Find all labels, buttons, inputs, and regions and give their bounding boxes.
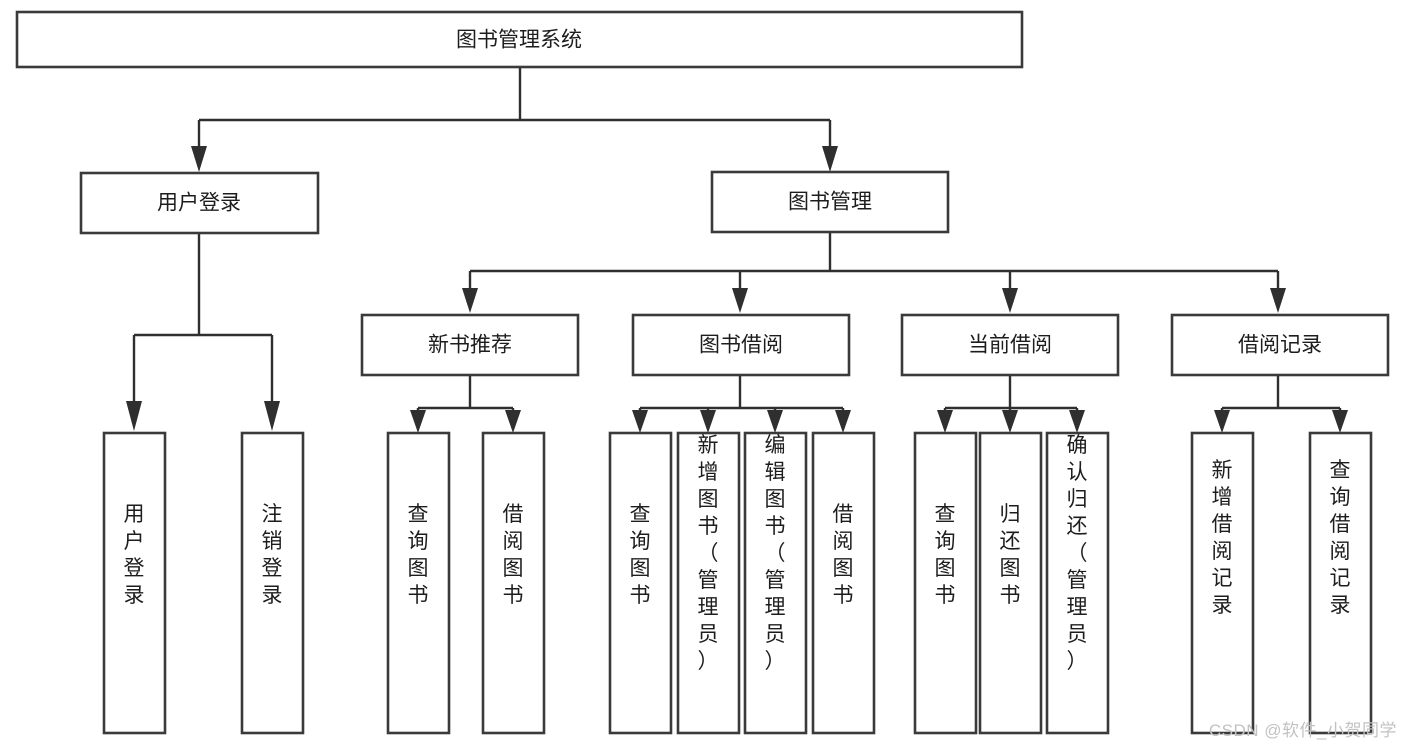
leaf-node[interactable]: 新增图书（管理员） xyxy=(676,431,741,735)
node-user-login[interactable]: 用户登录 xyxy=(79,171,320,235)
arrowhead-book-borrow xyxy=(732,288,748,313)
leaf-return-book-label: 归还图书 xyxy=(1000,503,1021,607)
connector-group-book-mgmt xyxy=(462,232,1286,313)
leaf-query-book-cb-label: 查询图书 xyxy=(935,503,956,607)
arrowhead-leaf-query-book-1 xyxy=(410,410,426,433)
leaf-add-book-label: 新增图书（管理员） xyxy=(698,434,719,673)
node-user-login-label: 用户登录 xyxy=(157,192,241,215)
arrowhead-leaf-query-book-2 xyxy=(632,410,648,433)
arrowhead-leaf-query-record xyxy=(1332,410,1348,433)
arrowhead-new-book-recommend xyxy=(462,288,478,313)
node-book-borrow[interactable]: 图书借阅 xyxy=(631,313,851,377)
node-book-management-label: 图书管理 xyxy=(788,191,872,214)
arrowhead-leaf-logout xyxy=(264,401,280,431)
leaf-query-book-nb-box[interactable] xyxy=(386,431,451,735)
arrowhead-leaf-return-book xyxy=(1002,410,1018,433)
leaf-node[interactable]: 查询图书 xyxy=(608,431,673,735)
node-borrow-record-label: 借阅记录 xyxy=(1238,334,1322,357)
leaf-logout-label: 注销登录 xyxy=(262,503,283,607)
arrowhead-leaf-borrow-book-1 xyxy=(505,410,521,433)
leaf-query-book-bb-box[interactable] xyxy=(608,431,673,735)
node-user-login-box[interactable] xyxy=(79,171,320,235)
leaf-node[interactable]: 查询图书 xyxy=(913,431,978,735)
leaf-node[interactable]: 查询借阅记录 xyxy=(1308,431,1373,735)
connector-group-borrow-record xyxy=(1214,375,1348,433)
leaf-user-login-box[interactable] xyxy=(102,431,167,735)
leaf-node[interactable]: 归还图书 xyxy=(978,431,1043,735)
arrowhead-leaf-edit-book xyxy=(767,410,783,433)
arrowhead-leaf-confirm-return xyxy=(1069,410,1085,433)
connector-group-book-borrow xyxy=(632,375,851,433)
leaf-node[interactable]: 查询图书 xyxy=(386,431,451,735)
leaf-query-book-bb-label: 查询图书 xyxy=(630,503,651,607)
leaf-borrow-book-nb-label: 借阅图书 xyxy=(503,503,524,607)
node-new-book-recommend-box[interactable] xyxy=(360,313,580,377)
leaf-logout-box[interactable] xyxy=(240,431,305,735)
leaf-add-record-label: 新增借阅记录 xyxy=(1212,459,1233,617)
leaf-edit-book-label: 编辑图书（管理员） xyxy=(765,434,786,673)
leaf-add-record-box[interactable] xyxy=(1190,431,1255,735)
leaf-borrow-book-bb-box[interactable] xyxy=(811,431,876,735)
leaf-return-book-box[interactable] xyxy=(978,431,1043,735)
node-book-borrow-label: 图书借阅 xyxy=(699,334,783,357)
leaf-user-login-label: 用户登录 xyxy=(124,503,145,607)
node-root-book-management-system[interactable]: 图书管理系统 xyxy=(15,10,1024,69)
node-borrow-record-box[interactable] xyxy=(1170,313,1390,377)
leaf-add-book-box[interactable] xyxy=(676,431,741,735)
node-current-borrow-box[interactable] xyxy=(900,313,1120,377)
leaf-node[interactable]: 编辑图书（管理员） xyxy=(743,431,808,735)
leaf-query-record-box[interactable] xyxy=(1308,431,1373,735)
node-book-borrow-box[interactable] xyxy=(631,313,851,377)
node-current-borrow[interactable]: 当前借阅 xyxy=(900,313,1120,377)
connector-group-current-borrow xyxy=(937,375,1085,433)
node-current-borrow-label: 当前借阅 xyxy=(968,334,1052,357)
connector-group-new-book-recommend xyxy=(410,375,521,433)
connector-group-root xyxy=(191,67,838,172)
leaf-node[interactable]: 借阅图书 xyxy=(811,431,876,735)
arrowhead-leaf-add-record xyxy=(1214,410,1230,433)
leaf-node[interactable]: 确认归还（管理员） xyxy=(1045,431,1110,735)
leaf-borrow-book-bb-label: 借阅图书 xyxy=(833,503,854,607)
leaf-query-book-nb-label: 查询图书 xyxy=(408,503,429,607)
node-book-management[interactable]: 图书管理 xyxy=(710,170,950,234)
connector-group-user-login xyxy=(126,233,280,431)
node-borrow-record[interactable]: 借阅记录 xyxy=(1170,313,1390,377)
arrowhead-leaf-add-book xyxy=(700,410,716,433)
arrowhead-leaf-query-book-3 xyxy=(937,410,953,433)
node-root-label: 图书管理系统 xyxy=(456,29,582,52)
arrowhead-leaf-user-login xyxy=(126,401,142,431)
arrowhead-current-borrow xyxy=(1002,288,1018,313)
node-root-box[interactable] xyxy=(15,10,1024,69)
leaf-node[interactable]: 新增借阅记录 xyxy=(1190,431,1255,735)
arrowhead-borrow-record xyxy=(1270,288,1286,313)
leaf-confirm-return-label: 确认归还（管理员） xyxy=(1067,434,1088,673)
leaf-query-record-label: 查询借阅记录 xyxy=(1330,459,1351,617)
leaf-query-book-cb-box[interactable] xyxy=(913,431,978,735)
arrowhead-user-login xyxy=(191,146,207,172)
leaf-node[interactable]: 借阅图书 xyxy=(481,431,546,735)
arrowhead-book-mgmt xyxy=(822,146,838,172)
leaf-edit-book-box[interactable] xyxy=(743,431,808,735)
leaf-confirm-return-box[interactable] xyxy=(1045,431,1110,735)
leaf-node[interactable]: 注销登录 xyxy=(240,431,305,735)
leaf-borrow-book-nb-box[interactable] xyxy=(481,431,546,735)
leaf-node[interactable]: 用户登录 xyxy=(102,431,167,735)
node-new-book-recommend[interactable]: 新书推荐 xyxy=(360,313,580,377)
node-book-management-box[interactable] xyxy=(710,170,950,234)
node-new-book-recommend-label: 新书推荐 xyxy=(428,334,512,357)
arrowhead-leaf-borrow-book-2 xyxy=(835,410,851,433)
